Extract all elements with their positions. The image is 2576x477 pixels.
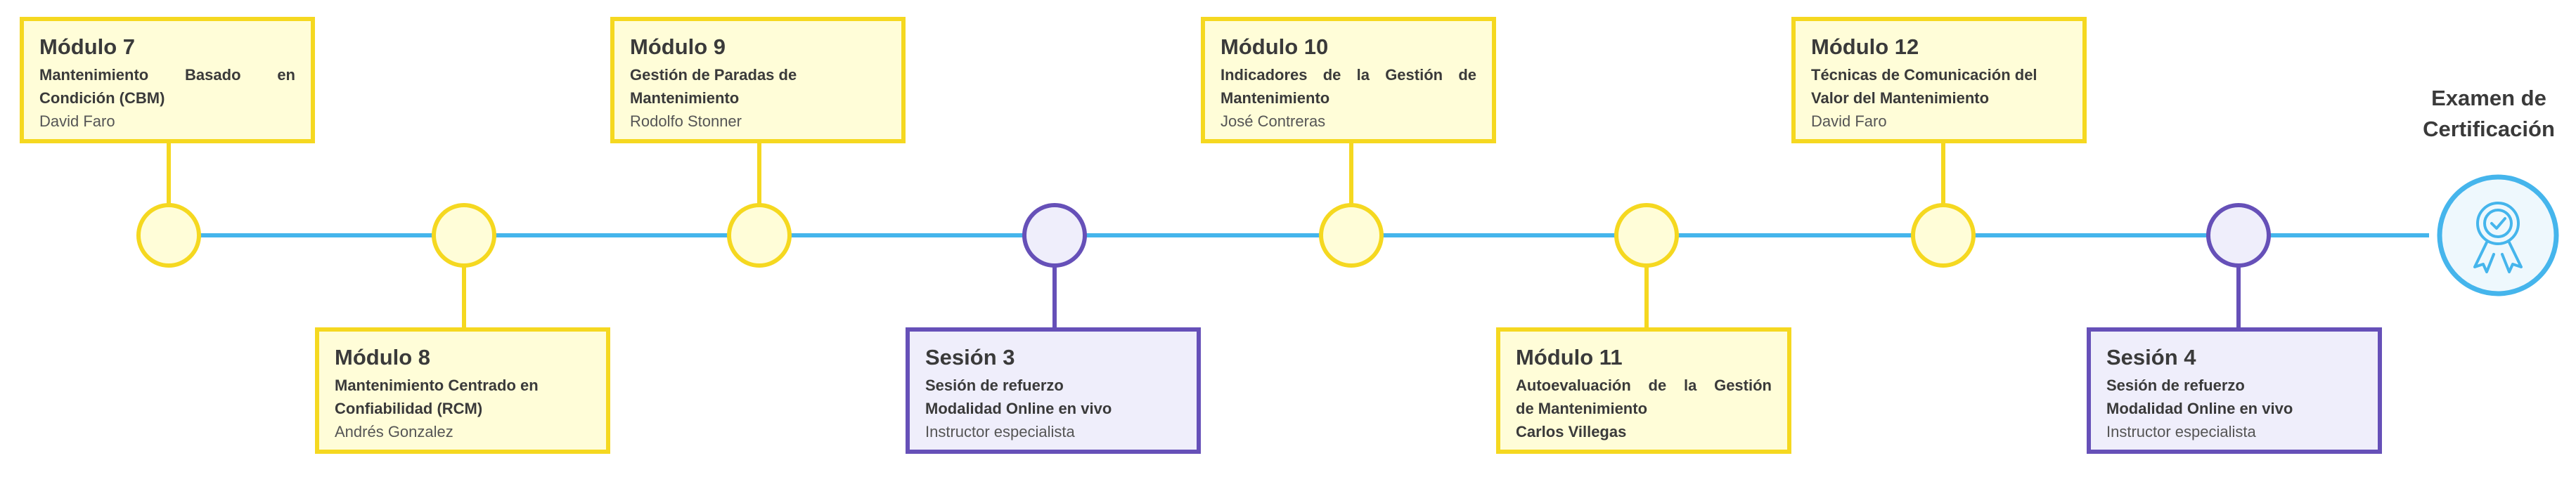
card-subject-line1: Sesión de refuerzo — [925, 377, 1064, 394]
card-subject-line1: Autoevaluación de la Gestión — [1516, 377, 1772, 394]
node-modulo-7 — [136, 203, 201, 268]
card-modulo-11: Módulo 11 Autoevaluación de la Gestión d… — [1496, 327, 1791, 454]
card-subject-line1: Indicadores de la Gestión de — [1221, 66, 1476, 84]
card-modulo-7: Módulo 7 Mantenimiento Basado en Condici… — [20, 17, 315, 143]
card-instructor: David Faro — [1811, 112, 1887, 130]
card-modulo-12: Módulo 12 Técnicas de Comunicación del V… — [1791, 17, 2087, 143]
card-instructor: Andrés Gonzalez — [335, 423, 453, 440]
card-instructor: Instructor especialista — [2106, 423, 2256, 440]
card-instructor: José Contreras — [1221, 112, 1326, 130]
card-modulo-8: Módulo 8 Mantenimiento Centrado en Confi… — [315, 327, 610, 454]
node-sesion-3 — [1022, 203, 1087, 268]
certificate-badge-icon — [2473, 202, 2523, 273]
card-instructor: Carlos Villegas — [1516, 423, 1627, 440]
node-modulo-9 — [727, 203, 792, 268]
card-subject-line2: Confiabilidad (RCM) — [335, 400, 483, 417]
exam-node — [2437, 174, 2559, 296]
card-modulo-9: Módulo 9 Gestión de Paradas de Mantenimi… — [610, 17, 906, 143]
card-subject-line2: de Mantenimiento — [1516, 400, 1648, 417]
card-title: Sesión 4 — [2106, 345, 2196, 370]
node-modulo-11 — [1614, 203, 1679, 268]
card-subject-line2: Condición (CBM) — [39, 89, 165, 107]
node-sesion-4 — [2206, 203, 2271, 268]
card-modulo-10: Módulo 10 Indicadores de la Gestión de M… — [1201, 17, 1496, 143]
exam-label-line1: Examen de — [2431, 86, 2546, 110]
card-subject-line1: Técnicas de Comunicación del — [1811, 66, 2037, 84]
node-modulo-10 — [1319, 203, 1384, 268]
card-title: Sesión 3 — [925, 345, 1015, 370]
node-modulo-12 — [1911, 203, 1976, 268]
card-subject-line1: Sesión de refuerzo — [2106, 377, 2245, 394]
card-sesion-4: Sesión 4 Sesión de refuerzo Modalidad On… — [2087, 327, 2382, 454]
card-subject-line2: Modalidad Online en vivo — [925, 400, 1112, 417]
exam-label: Examen de Certificación — [2390, 83, 2576, 145]
card-instructor: Rodolfo Stonner — [630, 112, 742, 130]
card-subject-line1: Mantenimiento Basado en — [39, 66, 295, 84]
card-instructor: Instructor especialista — [925, 423, 1075, 440]
card-sesion-3: Sesión 3 Sesión de refuerzo Modalidad On… — [906, 327, 1201, 454]
card-title: Módulo 9 — [630, 34, 726, 59]
card-title: Módulo 11 — [1516, 345, 1623, 370]
card-subject-line1: Mantenimiento Centrado en — [335, 377, 539, 394]
card-instructor: David Faro — [39, 112, 115, 130]
card-title: Módulo 12 — [1811, 34, 1919, 59]
card-title: Módulo 7 — [39, 34, 136, 59]
node-modulo-8 — [432, 203, 496, 268]
card-subject-line2: Mantenimiento — [630, 89, 740, 107]
card-subject-line1: Gestión de Paradas de — [630, 66, 797, 84]
card-subject-line2: Mantenimiento — [1221, 89, 1330, 107]
exam-label-line2: Certificación — [2423, 117, 2555, 141]
card-subject-line2: Modalidad Online en vivo — [2106, 400, 2293, 417]
card-title: Módulo 10 — [1221, 34, 1329, 59]
card-subject-line2: Valor del Mantenimiento — [1811, 89, 1990, 107]
card-title: Módulo 8 — [335, 345, 431, 370]
